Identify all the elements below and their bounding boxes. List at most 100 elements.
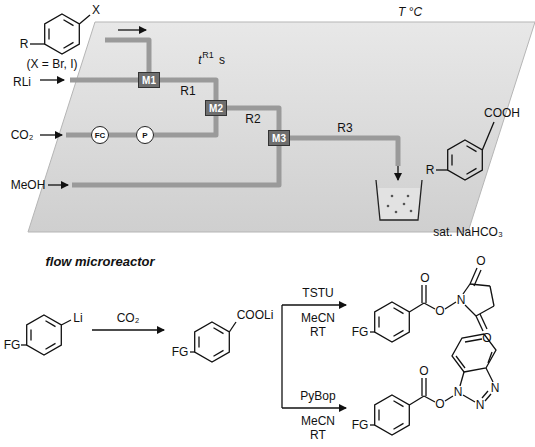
chemical-structure: [488, 352, 492, 363]
group-label: COOLi: [237, 308, 274, 322]
reagent-label: TSTU: [302, 286, 333, 300]
condition-label: MeCN: [301, 414, 335, 428]
collection-beaker: [376, 180, 422, 220]
reactor-tube: [160, 80, 216, 100]
collection-beaker: [395, 211, 398, 214]
chemical-structure: [465, 305, 476, 316]
group-label: FG: [352, 325, 369, 339]
time-label: s: [219, 53, 225, 67]
atom-label: O: [420, 271, 429, 285]
flow-controller: FC: [91, 126, 109, 144]
chemical-structure: [425, 378, 426, 396]
atom-label: O: [482, 331, 491, 345]
note-text: (X = Br, I): [26, 57, 77, 71]
chemical-structure: [490, 286, 494, 306]
collection-beaker: [407, 195, 410, 198]
chemical-structure: [370, 331, 375, 332]
chemical-structure: [445, 396, 453, 401]
collection-beaker: [391, 195, 394, 198]
collection-beaker: [410, 210, 413, 213]
node-text: FC: [95, 131, 106, 140]
temperature-label: T °C: [398, 5, 422, 19]
atom-label: O: [435, 304, 444, 318]
chemical-structure: [30, 43, 45, 44]
collection-beaker: [387, 205, 390, 208]
quench-label: sat. NaHCO₃: [433, 225, 503, 239]
chemical-structure: [229, 322, 236, 332]
chemical-structure: [465, 339, 482, 342]
reactor-label: R1: [180, 84, 195, 98]
chemical-structure: [45, 14, 80, 54]
chemical-structure: [480, 314, 487, 329]
collection-beaker: [403, 203, 406, 206]
chemical-structure: [456, 356, 465, 368]
chemical-structure: [436, 169, 448, 170]
chemical-structure: [421, 285, 422, 303]
atom-label: O: [435, 397, 444, 411]
chemical-structure: [425, 285, 426, 303]
node-text: M1: [142, 75, 156, 86]
reaction-arrow: [282, 407, 346, 408]
reactor-plate: [28, 22, 535, 232]
pressure-gauge: P: [136, 126, 154, 144]
reactor-tube: [154, 116, 216, 135]
atom-label: O: [476, 254, 485, 268]
flow-arrow: [48, 184, 68, 185]
reagent-label: MeOH: [11, 178, 46, 192]
reagent-label: PyBop: [300, 389, 335, 403]
inlet-pipe: [72, 146, 279, 185]
atom-label: N: [454, 385, 463, 399]
chemical-structure: [375, 395, 410, 435]
chemical-structure: [21, 14, 496, 435]
chemical-structure: [448, 140, 483, 180]
chemical-structure: [370, 424, 375, 425]
reactor-label: R3: [337, 121, 352, 135]
reaction-arrow: [281, 305, 282, 408]
chemical-structure: [485, 394, 491, 401]
chemical-structure: [424, 303, 435, 309]
reactor-tube: [227, 108, 279, 130]
flow-arrow: [118, 29, 146, 30]
atom-label: O: [419, 364, 428, 378]
chemical-structure: [61, 320, 71, 325]
chemical-structure: [409, 303, 424, 312]
chemical-structure: [463, 395, 475, 402]
substituent-label: R: [20, 37, 29, 51]
node-text: M2: [209, 103, 223, 114]
chemical-structure: [190, 351, 195, 352]
chemical-structure: [486, 368, 493, 382]
atom-label: Li: [73, 311, 82, 325]
collection-beaker: [378, 188, 420, 220]
mixer-box: M1: [138, 72, 160, 88]
inlet-pipe: [66, 40, 398, 185]
flow-arrow: [40, 134, 62, 135]
chemical-structure: [424, 396, 435, 402]
inlet-pipe: [66, 133, 91, 138]
reactor-label: R2: [245, 112, 260, 126]
node-text: P: [142, 131, 147, 140]
chemical-structure: [474, 270, 481, 286]
reaction-arrow: [92, 329, 164, 330]
reagent-label: CO₂: [117, 311, 140, 325]
inlet-pipe: [290, 138, 398, 166]
substituent-label: R: [426, 163, 435, 177]
chemical-structure: [27, 315, 62, 355]
group-label: FG: [352, 418, 369, 432]
chemical-structure: [421, 378, 422, 396]
time-label: R1: [202, 50, 214, 60]
chemical-structure: [463, 284, 470, 294]
flow-arrow: [397, 166, 398, 180]
atom-label: X: [92, 3, 100, 17]
group-label: FG: [4, 338, 21, 352]
chemical-structure: [482, 391, 488, 398]
group-label: COOH: [484, 106, 520, 120]
chemical-structure: [482, 122, 494, 150]
mixer-box: M2: [205, 100, 227, 116]
condition-label: RT: [310, 325, 326, 339]
reagent-label: CO₂: [11, 128, 34, 142]
flow-arrow: [40, 30, 398, 185]
chemical-structure: [195, 322, 230, 362]
reaction-arrow: [282, 304, 346, 305]
